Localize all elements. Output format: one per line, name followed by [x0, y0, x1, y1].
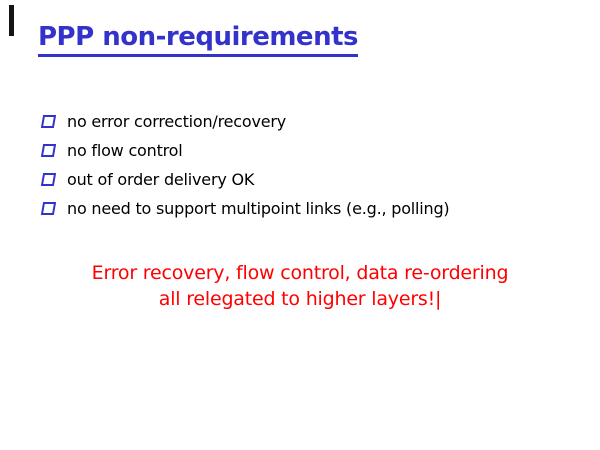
emphasis-note-line: Error recovery, flow control, data re-or…: [91, 262, 509, 284]
bullet-item-label: out of order delivery OK: [67, 170, 255, 189]
slide-title: PPP non-requirements: [38, 22, 358, 57]
text-cursor: |: [435, 288, 442, 310]
bullet-item: no error correction/recovery: [40, 107, 449, 136]
bullet-item-label: no flow control: [67, 141, 183, 160]
square-bullet-icon: [40, 144, 57, 157]
square-bullet-icon: [40, 202, 57, 215]
emphasis-note[interactable]: Error recovery, flow control, data re-or…: [0, 260, 600, 312]
emphasis-note-line: all relegated to higher layers!|: [0, 286, 600, 312]
square-bullet-icon: [40, 115, 57, 128]
bullet-item-label: no need to support multipoint links (e.g…: [67, 199, 450, 218]
bullet-item: no need to support multipoint links (e.g…: [40, 194, 450, 223]
bullet-list: no error correction/recovery no flow con…: [40, 107, 450, 223]
bullet-item: no flow control: [40, 136, 449, 165]
square-bullet-icon: [40, 173, 57, 186]
screen-artifact-bar: [9, 5, 14, 36]
bullet-item: out of order delivery OK: [40, 165, 449, 194]
emphasis-note-line-text: all relegated to higher layers!: [158, 288, 436, 310]
bullet-item-label: no error correction/recovery: [67, 112, 287, 131]
